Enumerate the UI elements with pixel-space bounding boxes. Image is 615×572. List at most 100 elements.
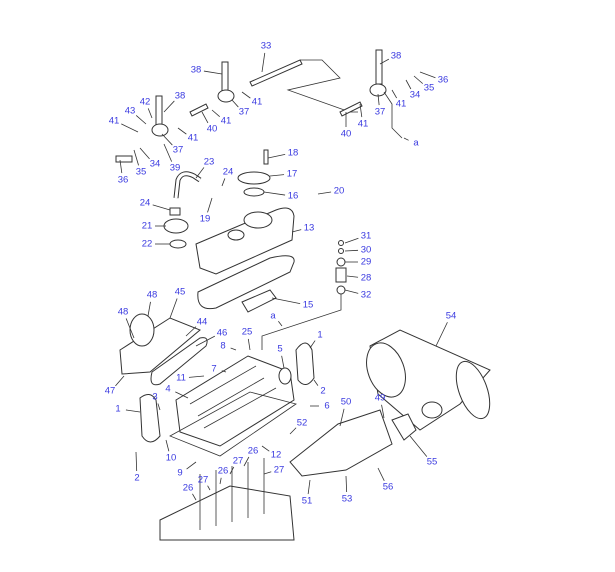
part-label-20[interactable]: 20 (334, 186, 345, 197)
part-label-26[interactable]: 26 (183, 483, 194, 494)
part-label-27[interactable]: 27 (233, 456, 244, 467)
part-label-39[interactable]: 39 (170, 163, 181, 174)
leader-line (271, 297, 301, 305)
part-label-41[interactable]: 41 (188, 133, 199, 144)
part-label-24[interactable]: 24 (223, 167, 234, 178)
part-label-9[interactable]: 9 (177, 468, 182, 479)
part-label-34[interactable]: 34 (410, 90, 421, 101)
part-label-19[interactable]: 19 (200, 214, 211, 225)
valve-cover-gasket (197, 255, 295, 310)
part-label-36[interactable]: 36 (438, 75, 449, 86)
part-label-35[interactable]: 35 (136, 167, 147, 178)
part-label-34[interactable]: 34 (150, 159, 161, 170)
part-label-29[interactable]: 29 (361, 257, 372, 268)
part-label-21[interactable]: 21 (142, 221, 153, 232)
part-label-32[interactable]: 32 (361, 290, 372, 301)
part-label-33[interactable]: 33 (261, 41, 272, 52)
part-label-22[interactable]: 22 (142, 239, 153, 250)
part-label-11[interactable]: 11 (176, 373, 186, 384)
part-label-2[interactable]: 2 (134, 473, 139, 484)
part-label-17[interactable]: 17 (287, 169, 298, 180)
part-label-25[interactable]: 25 (242, 327, 253, 338)
part-label-27[interactable]: 27 (274, 465, 285, 476)
part-label-44[interactable]: 44 (197, 317, 208, 328)
part-label-2[interactable]: 2 (320, 386, 325, 397)
part-label-54[interactable]: 54 (446, 311, 457, 322)
part-label-1[interactable]: 1 (317, 330, 322, 341)
leader-line (201, 111, 209, 124)
part-label-49[interactable]: 49 (375, 393, 386, 404)
part-label-8[interactable]: 8 (220, 341, 225, 352)
part-label-38[interactable]: 38 (191, 65, 202, 76)
part-label-53[interactable]: 53 (342, 494, 353, 505)
part-label-37[interactable]: 37 (375, 107, 386, 118)
part-label-47[interactable]: 47 (105, 386, 116, 397)
part-label-40[interactable]: 40 (341, 129, 352, 140)
leader-line (165, 439, 170, 452)
leader-line (135, 115, 147, 125)
part-label-50[interactable]: 50 (341, 397, 352, 408)
leader-line (195, 167, 205, 179)
leader-line (177, 127, 187, 135)
part-label-15[interactable]: 15 (303, 300, 314, 311)
part-label-6[interactable]: 6 (324, 401, 329, 412)
part-label-7[interactable]: 7 (211, 364, 216, 375)
part-label-36[interactable]: 36 (118, 175, 129, 186)
part-label-26[interactable]: 26 (248, 446, 259, 457)
part-label-30[interactable]: 30 (361, 245, 372, 256)
part-label-a[interactable]: a (413, 138, 419, 149)
leader-line (291, 229, 302, 233)
part-label-41[interactable]: 41 (396, 99, 407, 110)
part-label-48[interactable]: 48 (147, 290, 158, 301)
part-label-43[interactable]: 43 (125, 106, 136, 117)
part-label-31[interactable]: 31 (361, 231, 372, 242)
part-label-55[interactable]: 55 (427, 457, 438, 468)
part-label-16[interactable]: 16 (288, 191, 299, 202)
leader-line (377, 93, 380, 106)
part-label-37[interactable]: 37 (239, 107, 250, 118)
part-label-40[interactable]: 40 (207, 124, 218, 135)
part-label-4[interactable]: 4 (165, 384, 170, 395)
part-label-46[interactable]: 46 (217, 328, 228, 339)
part-label-37[interactable]: 37 (173, 145, 184, 156)
leader-line (435, 322, 448, 347)
part-label-38[interactable]: 38 (391, 51, 402, 62)
part-label-18[interactable]: 18 (288, 148, 299, 159)
part-label-5[interactable]: 5 (277, 344, 282, 355)
leader-line (391, 89, 398, 99)
part-label-38[interactable]: 38 (175, 91, 186, 102)
leader-line (125, 409, 141, 413)
leader-line (344, 249, 359, 252)
part-label-45[interactable]: 45 (175, 287, 186, 298)
leader-line (344, 289, 359, 294)
part-label-10[interactable]: 10 (166, 453, 177, 464)
part-label-3[interactable]: 3 (152, 392, 157, 403)
part-label-41[interactable]: 41 (252, 97, 263, 108)
leader-line (317, 191, 332, 195)
part-label-23[interactable]: 23 (204, 157, 215, 168)
part-label-28[interactable]: 28 (361, 273, 372, 284)
part-label-13[interactable]: 13 (304, 223, 315, 234)
part-label-26[interactable]: 26 (218, 466, 229, 477)
leader-line (243, 456, 250, 467)
leader-line (263, 191, 286, 196)
part-label-48[interactable]: 48 (118, 307, 129, 318)
part-label-51[interactable]: 51 (302, 496, 313, 507)
leader-line (346, 275, 359, 278)
part-label-41[interactable]: 41 (109, 116, 120, 127)
part-label-a[interactable]: a (270, 311, 276, 322)
leader-line (229, 466, 235, 475)
part-label-35[interactable]: 35 (424, 83, 435, 94)
part-label-52[interactable]: 52 (297, 418, 308, 429)
part-label-1[interactable]: 1 (115, 404, 120, 415)
part-label-56[interactable]: 56 (383, 482, 394, 493)
leader-line (133, 149, 139, 166)
part-label-41[interactable]: 41 (221, 116, 232, 127)
part-label-42[interactable]: 42 (140, 97, 151, 108)
part-label-41[interactable]: 41 (358, 119, 369, 130)
part-label-12[interactable]: 12 (271, 450, 282, 461)
leader-line (192, 493, 197, 501)
part-label-27[interactable]: 27 (198, 475, 209, 486)
leader-line (261, 445, 270, 452)
part-label-24[interactable]: 24 (140, 198, 151, 209)
